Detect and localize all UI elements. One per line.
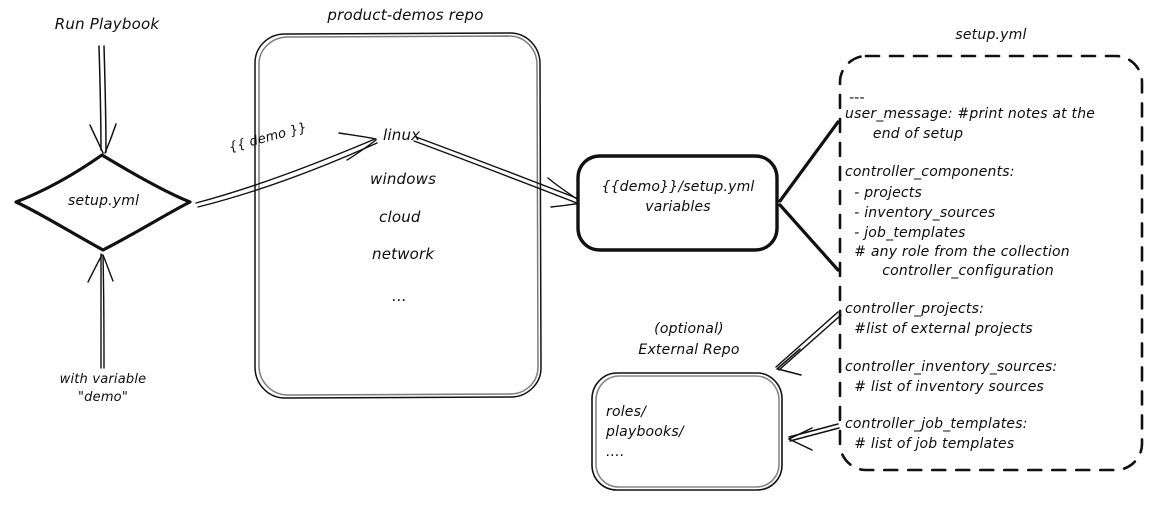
setup-yml-file-line-15: # list of inventory sources	[845, 379, 1045, 395]
setup-yml-file-line-5: - projects	[845, 185, 922, 201]
external-repo-item-roles: roles/	[606, 404, 647, 420]
setup-yml-file-line-18: # list of job templates	[845, 436, 1015, 452]
variables-box-label-line2: variables	[645, 199, 711, 215]
with-variable-label-line2: "demo"	[77, 390, 129, 405]
run-playbook-label: Run Playbook	[54, 15, 160, 33]
with-variable-arrow	[87, 253, 114, 369]
setup-yml-file-line-14: controller_inventory_sources:	[845, 359, 1058, 375]
external-repo-item-playbooks: playbooks/	[606, 424, 684, 440]
setup-yml-dashed-box	[838, 54, 1144, 472]
variables-box-label-line1: {{demo}}/setup.yml	[601, 179, 755, 195]
demo-variable-arrow	[195, 132, 378, 208]
product-demos-repo-box	[254, 32, 542, 399]
setup-yml-file-line-1: user_message: #print notes at the	[845, 106, 1096, 122]
setup-yml-file-line-0: ---	[849, 90, 865, 106]
setup-file-to-variables-connector	[778, 120, 840, 272]
repo-item-ellipsis: ...	[392, 287, 407, 305]
setup-yml-file-line-17: controller_job_templates:	[845, 416, 1028, 432]
job-templates-to-external-repo-arrow	[788, 423, 840, 451]
setup-yml-file-title: setup.yml	[955, 27, 1027, 43]
setup-yml-file-line-9: controller_configuration	[845, 263, 1054, 279]
setup-yml-file-line-8: # any role from the collection	[845, 244, 1070, 260]
setup-yml-file-line-12: #list of external projects	[845, 321, 1033, 337]
repo-item-windows[interactable]: windows	[370, 170, 437, 188]
external-repo-item-ellipsis: ....	[606, 444, 625, 460]
with-variable-label-line1: with variable	[59, 372, 147, 387]
run-playbook-arrow	[89, 45, 117, 154]
setup-yml-file-line-11: controller_projects:	[845, 301, 985, 317]
setup-yml-diamond	[14, 153, 192, 252]
repo-item-linux[interactable]: linux	[383, 126, 421, 144]
setup-yml-file-line-6: - inventory_sources	[845, 205, 996, 221]
setup-yml-node-label: setup.yml	[68, 193, 140, 209]
setup-yml-file-line-4: controller_components:	[845, 164, 1015, 180]
variables-box	[576, 154, 779, 252]
product-demos-repo-title: product-demos repo	[327, 6, 484, 24]
external-repo-title-line1: (optional)	[654, 321, 724, 337]
repo-item-cloud[interactable]: cloud	[379, 208, 421, 226]
projects-to-external-repo-arrow	[775, 311, 842, 376]
setup-yml-file-line-7: - job_templates	[845, 225, 966, 241]
setup-yml-file-line-2: end of setup	[845, 126, 964, 142]
repo-item-network[interactable]: network	[372, 245, 435, 263]
external-repo-title-line2: External Repo	[638, 342, 740, 358]
external-repo-box	[591, 372, 783, 491]
